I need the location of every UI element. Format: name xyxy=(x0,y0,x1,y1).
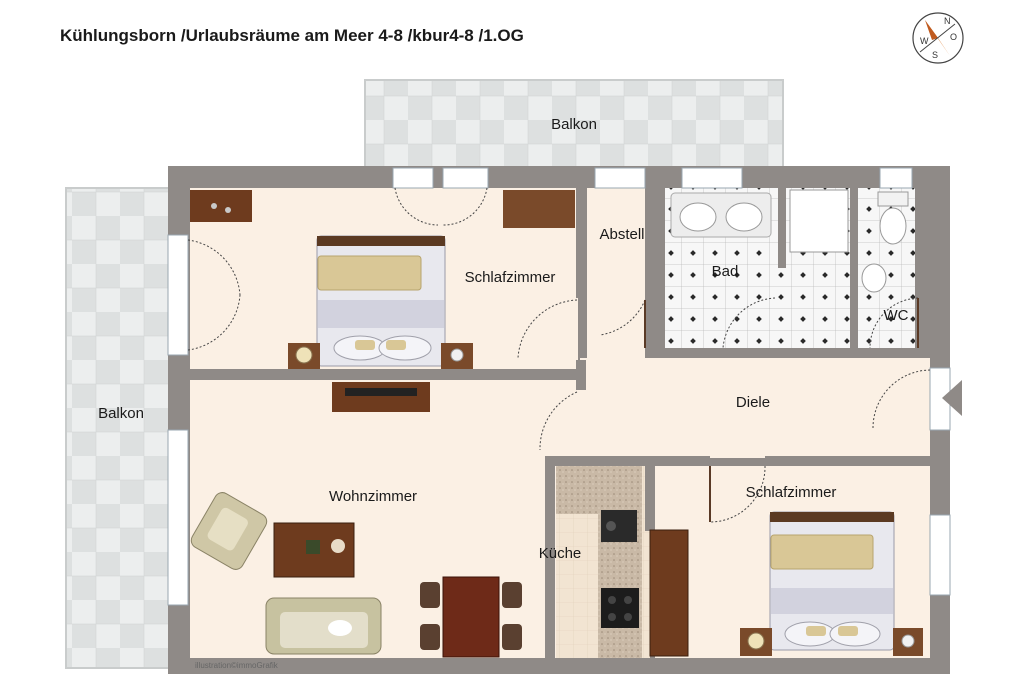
bed-schlafzimmer-1 xyxy=(316,235,446,367)
windows xyxy=(167,167,951,606)
room-label-wc: WC xyxy=(884,307,909,324)
compass-w: W xyxy=(920,36,929,46)
dining-table xyxy=(420,576,522,658)
compass-icon: N O S W xyxy=(912,12,964,64)
door-swings xyxy=(187,187,931,523)
wardrobe-schlafzimmer-1 xyxy=(503,190,575,228)
compass-n: N xyxy=(944,16,951,26)
room-label-schlafzimmer-1: Schlafzimmer xyxy=(465,269,556,286)
kitchen-counter xyxy=(556,466,642,658)
sofa xyxy=(265,597,382,655)
floor-abstell xyxy=(587,188,647,358)
toilet-wc xyxy=(861,191,909,293)
room-label-diele: Diele xyxy=(736,394,770,411)
illustration-credit: illustration©immoGrafik xyxy=(195,661,279,670)
entrance-arrow-icon xyxy=(942,380,962,416)
sinks-bad xyxy=(670,192,772,238)
interior-walls xyxy=(186,188,935,660)
kitchen-cabinet xyxy=(649,529,689,657)
compass-s: S xyxy=(932,50,938,60)
floor-diele xyxy=(580,358,930,458)
cabinet-schlafzimmer-1 xyxy=(190,190,252,222)
room-label-abstell: Abstell xyxy=(599,226,644,243)
room-label-wohnzimmer: Wohnzimmer xyxy=(329,488,417,505)
room-label-balkon-top: Balkon xyxy=(551,116,597,133)
tv-sideboard xyxy=(332,382,430,412)
coffee-table xyxy=(273,522,355,578)
nightstand-schlafzimmer-1 xyxy=(288,343,473,369)
armchair xyxy=(190,492,268,570)
shower-bad xyxy=(789,189,849,253)
room-label-balkon-left: Balkon xyxy=(98,405,144,422)
decoration-icon xyxy=(225,207,231,213)
room-label-schlafzimmer-2: Schlafzimmer xyxy=(746,484,837,501)
balkon-left: Balkon xyxy=(65,187,171,669)
balkon-top: Balkon xyxy=(364,79,784,169)
bed-schlafzimmer-2 xyxy=(769,511,895,651)
compass-o: O xyxy=(950,32,957,42)
room-label-kueche: Küche xyxy=(539,545,582,562)
decoration-icon xyxy=(211,203,217,209)
room-label-bad: Bad xyxy=(712,263,739,280)
door-leaves xyxy=(644,298,919,522)
nightstand-schlafzimmer-2 xyxy=(740,628,923,656)
plan-title: Kühlungsborn /Urlaubsräume am Meer 4-8 /… xyxy=(60,26,524,45)
